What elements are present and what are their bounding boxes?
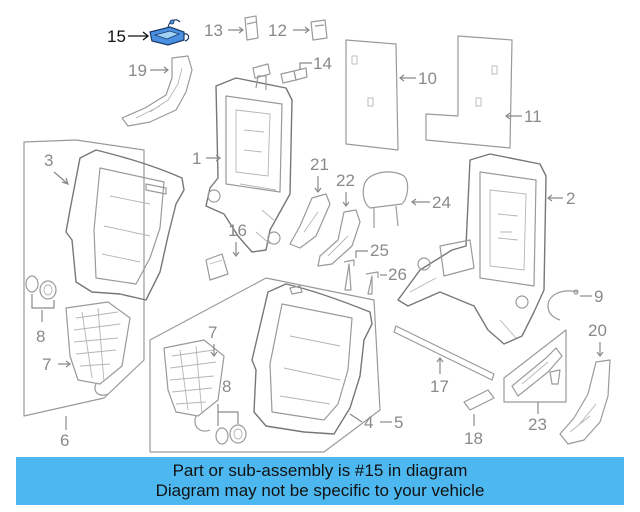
callout-9: 9	[594, 287, 603, 306]
part-20	[559, 359, 611, 445]
callout-22: 22	[336, 171, 355, 190]
part-23	[511, 347, 563, 397]
callout-3: 3	[44, 151, 53, 170]
banner-line-2: Diagram may not be specific to your vehi…	[155, 481, 485, 500]
callout-11: 11	[524, 107, 542, 126]
callout-4: 4	[364, 413, 373, 432]
banner-line-1: Part or sub-assembly is #15 in diagram	[172, 461, 468, 480]
part-2-seat-frame	[397, 153, 547, 345]
callout-7-lower: 7	[208, 323, 217, 342]
part-8-upper	[25, 275, 57, 300]
part-7-lower-plate	[163, 339, 225, 432]
callout-23: 23	[528, 415, 547, 434]
callout-16: 16	[228, 221, 247, 240]
callout-19: 19	[128, 61, 147, 80]
part-25	[343, 259, 355, 291]
part-13	[244, 15, 259, 41]
callout-8-lower: 8	[222, 377, 231, 396]
callout-25: 25	[370, 241, 389, 260]
part-4-seat-cushion	[251, 283, 373, 435]
callout-24: 24	[432, 193, 451, 212]
part-24-headrest	[362, 171, 409, 228]
part-12	[310, 19, 328, 41]
callout-12: 12	[268, 21, 287, 40]
callout-5: 6	[60, 431, 69, 450]
part-9-wire	[547, 289, 579, 321]
part-18-clip	[463, 389, 495, 411]
callout-15: 15	[107, 27, 126, 46]
callout-21: 21	[310, 155, 329, 174]
callout-10: 10	[418, 69, 437, 88]
callout-13: 13	[204, 21, 223, 40]
callout-8-upper: 8	[36, 327, 45, 346]
part-11	[425, 35, 513, 149]
callout-20: 20	[588, 321, 607, 340]
assembly-box-5	[23, 139, 145, 417]
info-banner: Part or sub-assembly is #15 in diagram D…	[16, 457, 624, 505]
assembly-box-23	[503, 329, 567, 403]
part-22	[317, 209, 361, 267]
callout-6: 5	[394, 413, 403, 432]
callout-7-upper: 7	[42, 355, 51, 374]
part-19	[121, 55, 193, 127]
part-1-seat-frame	[205, 75, 293, 253]
callout-1: 1	[192, 149, 201, 168]
callout-26: 26	[388, 265, 407, 284]
part-21	[289, 193, 331, 249]
callout-17: 17	[430, 377, 449, 396]
parts-diagram: 15 13 12 14 19 10 11	[23, 15, 611, 453]
part-16	[205, 253, 229, 281]
part-26	[365, 271, 379, 295]
part-14	[252, 63, 308, 84]
part-17-rod	[393, 325, 495, 381]
part-8-lower	[215, 424, 247, 445]
callout-14: 14	[313, 54, 332, 73]
part-3-seatback	[65, 149, 185, 301]
part-15-highlighted[interactable]	[149, 19, 190, 46]
callout-2: 2	[566, 189, 575, 208]
assembly-box-6	[149, 277, 381, 453]
part-7-upper-plate	[65, 301, 131, 396]
part-10	[345, 39, 399, 151]
callout-18: 18	[464, 429, 483, 448]
